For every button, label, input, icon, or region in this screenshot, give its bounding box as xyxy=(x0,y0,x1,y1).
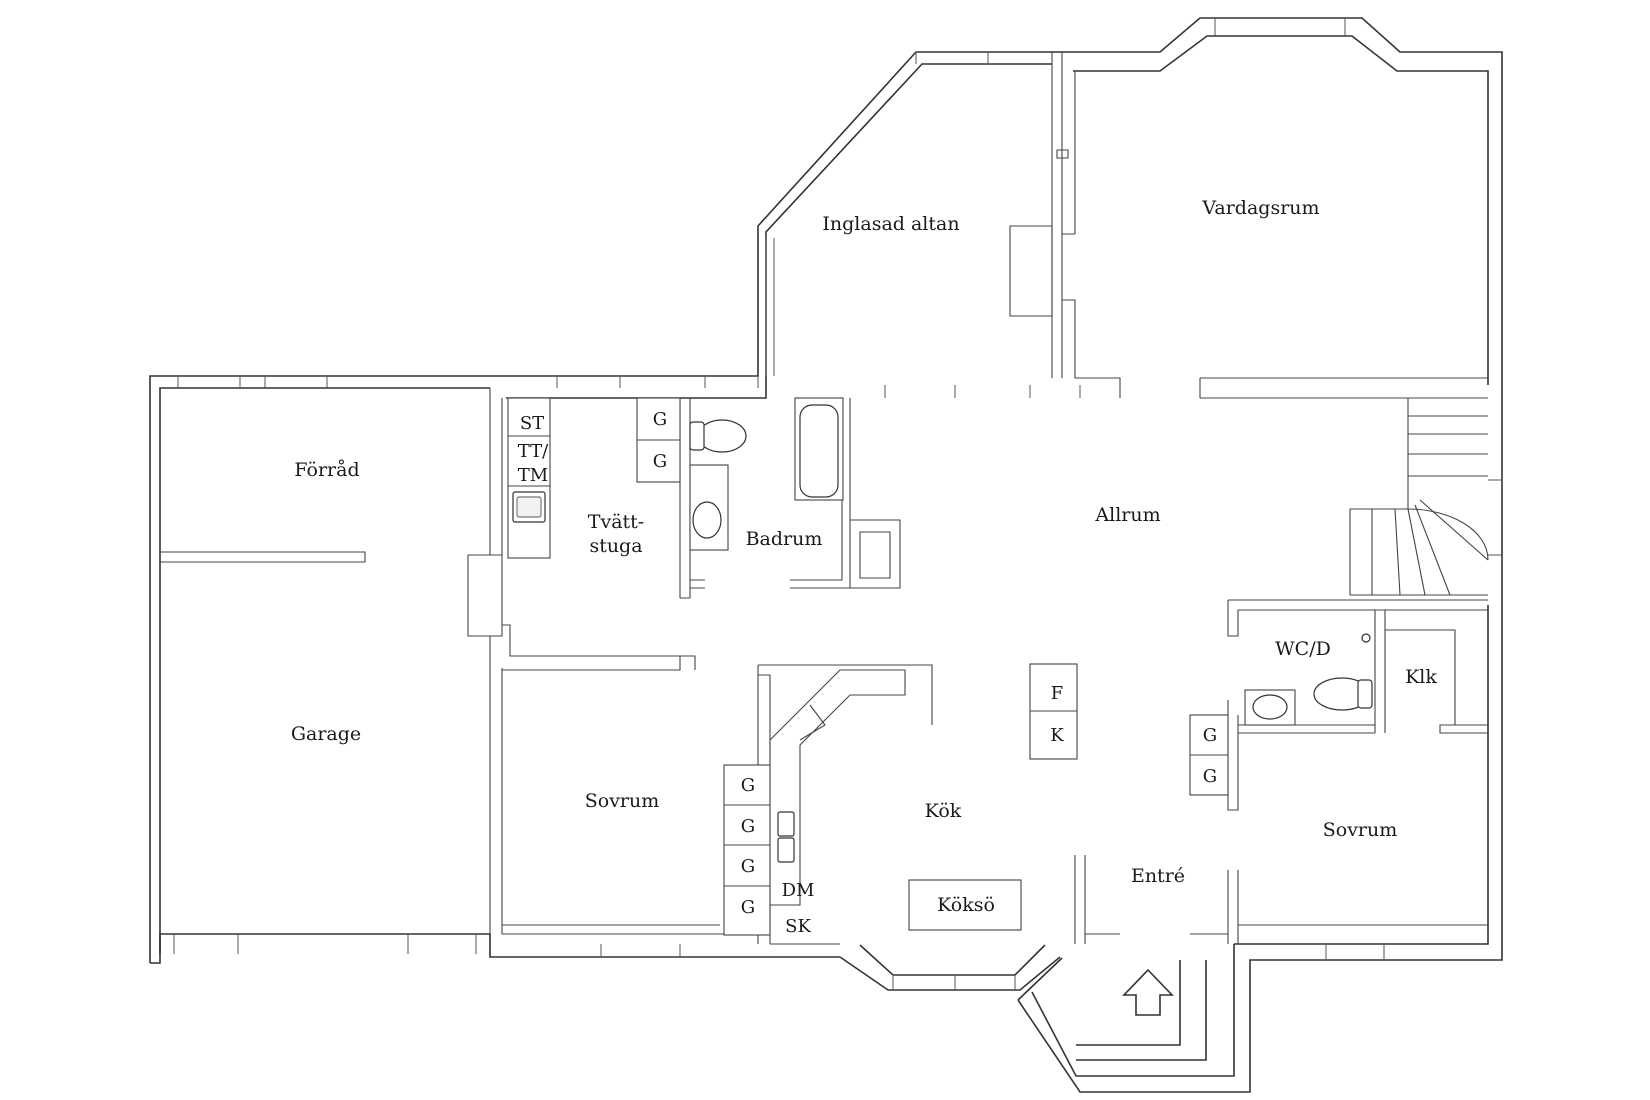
windows xyxy=(173,18,1502,990)
outer-walls xyxy=(149,17,1503,1093)
fixture-label-g: G xyxy=(1203,725,1217,746)
room-labels: Förråd Garage Tvätt- stuga Badrum Inglas… xyxy=(291,197,1438,916)
wc-fixtures xyxy=(1244,633,1373,726)
fixture-label-g: G xyxy=(741,816,755,837)
fixture-label-g: G xyxy=(653,451,667,472)
room-label-badrum: Badrum xyxy=(746,528,823,550)
room-label-kok: Kök xyxy=(925,800,962,822)
fixture-label-g: G xyxy=(741,775,755,796)
fixture-label-g: G xyxy=(741,856,755,877)
fixture-label-tt: TT/ xyxy=(518,441,549,462)
fixture-label-g: G xyxy=(653,409,667,430)
fixture-label-g: G xyxy=(741,897,755,918)
fixture-labels: ST TT/ TM G G G G G G DM SK F K G G xyxy=(518,409,1217,937)
room-label-kokso: Köksö xyxy=(937,894,995,916)
room-label-klk: Klk xyxy=(1405,666,1437,688)
room-label-garage: Garage xyxy=(291,723,361,745)
room-label-tvattstuga-1: Tvätt- xyxy=(588,511,644,533)
fixture-label-st: ST xyxy=(520,413,544,434)
fixture-label-g: G xyxy=(1203,766,1217,787)
room-label-inglasad-altan: Inglasad altan xyxy=(822,213,959,235)
fixture-label-dm: DM xyxy=(782,880,815,901)
fixture-label-f: F xyxy=(1051,683,1064,704)
room-label-forrad: Förråd xyxy=(294,459,359,481)
fixture-label-k: K xyxy=(1050,725,1064,746)
room-label-allrum: Allrum xyxy=(1094,504,1160,526)
entrance-arrow-icon xyxy=(1122,968,1174,1016)
room-label-wc-d: WC/D xyxy=(1275,638,1331,660)
kitchen-fixtures xyxy=(769,669,1022,931)
fixture-label-sk: SK xyxy=(785,916,811,937)
room-label-tvattstuga-2: stuga xyxy=(589,535,642,557)
fixture-label-tm: TM xyxy=(518,465,548,486)
laundry-fixtures xyxy=(507,397,681,559)
wardrobe-fixtures xyxy=(723,663,1229,936)
room-label-sovrum-left: Sovrum xyxy=(585,790,660,812)
bathroom-fixtures xyxy=(689,397,844,551)
room-label-sovrum-right: Sovrum xyxy=(1323,819,1398,841)
room-label-vardagsrum: Vardagsrum xyxy=(1201,197,1319,219)
room-label-entre: Entré xyxy=(1131,865,1185,887)
